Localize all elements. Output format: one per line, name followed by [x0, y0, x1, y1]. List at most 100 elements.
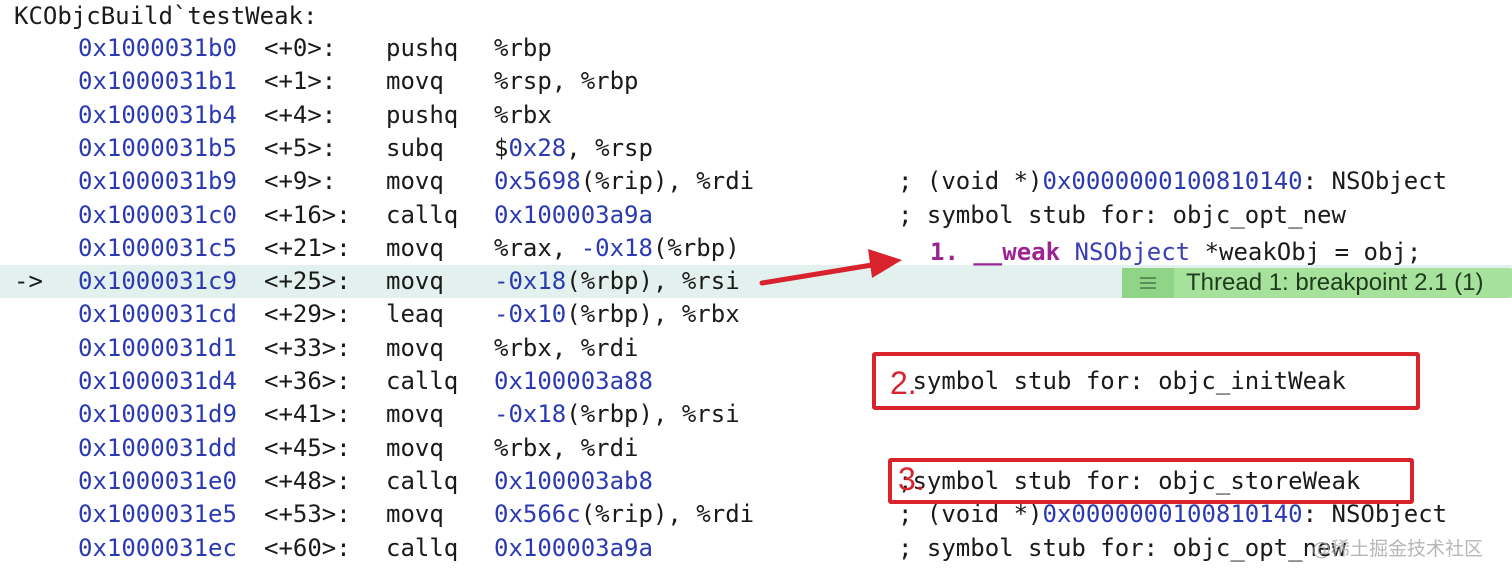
instruction-offset: <+53>:	[264, 500, 351, 529]
annotation-number-3: 3.	[898, 461, 925, 497]
instruction-operands: %rbx	[494, 99, 552, 132]
breakpoint-banner[interactable]: Thread 1: breakpoint 2.1 (1)	[1122, 268, 1512, 298]
operand-part: 0x100003a88	[494, 367, 653, 395]
instruction-opcode: pushq	[386, 34, 459, 62]
comment-part: ; symbol stub for: objc_opt_new	[898, 533, 1346, 562]
instruction-opcode: callq	[386, 533, 459, 562]
comment-part: : NSObject	[1302, 500, 1448, 529]
instruction-operands: -0x18(%rbp), %rsi	[494, 398, 740, 431]
instruction-address: 0x1000031cd	[78, 300, 237, 329]
instruction-operands: 0x566c(%rip), %rdi	[494, 498, 754, 531]
instruction-opcode: movq	[386, 233, 444, 262]
instruction-opcode: callq	[386, 200, 459, 229]
operand-part: 0x566c	[494, 500, 581, 529]
instruction-row: 0x1000031d9<+41>:movq-0x18(%rbp), %rsi	[0, 398, 1512, 431]
instruction-opcode: movq	[386, 333, 444, 362]
instruction-offset: <+1>:	[264, 67, 337, 96]
comment-part: ;symbol stub for: objc_storeWeak	[898, 466, 1361, 495]
instruction-row: 0x1000031ec <+60>: callq 0x100003a9a ; symbo…	[0, 532, 1512, 565]
operand-part: , %rsp	[566, 133, 653, 162]
instruction-row: 0x1000031b1<+1>:movq%rsp, %rbp	[0, 65, 1512, 98]
instruction-opcode: pushq	[386, 100, 459, 129]
instruction-address: 0x1000031b5	[78, 133, 237, 162]
instruction-offset: <+16>:	[264, 200, 351, 229]
operand-part: %rsp, %rbp	[494, 67, 639, 96]
annotation-box-store-weak	[888, 458, 1414, 504]
instruction-address: 0x1000031e0	[78, 466, 237, 495]
operand-part: 0x100003a9a	[494, 533, 653, 562]
operand-part: (%rip), %rdi	[580, 167, 755, 196]
instruction-row: 0x1000031cd<+29>:leaq-0x10(%rbp), %rbx	[0, 298, 1512, 331]
instruction-offset: <+0>:	[264, 34, 337, 62]
instruction-address: 0x1000031c0	[78, 200, 237, 229]
instruction-opcode: movq	[386, 267, 444, 296]
instruction-address: 0x1000031b0	[78, 34, 237, 62]
instruction-operands: $0x28, %rsp	[494, 132, 653, 165]
instruction-operands: %rbp	[494, 32, 552, 65]
comment-part: ; (void *)	[898, 500, 1043, 529]
instruction-address: 0x1000031d1	[78, 333, 237, 362]
operand-part: (%rbp)	[652, 233, 740, 262]
instruction-opcode: movq	[386, 500, 444, 529]
instruction-operands: 0x100003a9a	[494, 532, 653, 565]
instruction-offset: <+21>:	[264, 233, 351, 262]
instruction-offset: <+60>:	[264, 533, 351, 562]
instruction-address: 0x1000031b9	[78, 167, 237, 196]
instruction-offset: <+9>:	[264, 167, 337, 196]
operand-part: %rbx, %rdi	[494, 333, 639, 362]
instruction-address: 0x1000031d4	[78, 367, 237, 395]
instruction-offset: <+36>:	[264, 367, 351, 395]
source-line-number: 1.	[930, 238, 959, 266]
instruction-address: 0x1000031ec	[78, 533, 237, 562]
instruction-offset: <+33>:	[264, 333, 351, 362]
current-pc-marker: ->	[14, 267, 43, 296]
instruction-row: 0x1000031d1 <+33>: movq %rbx, %rdi	[0, 332, 1512, 365]
instruction-opcode: callq	[386, 466, 459, 495]
source-type-name: NSObject	[1074, 238, 1191, 266]
operand-part: $	[494, 133, 509, 162]
instruction-offset: <+5>:	[264, 133, 337, 162]
instruction-address: 0x1000031c5	[78, 233, 237, 262]
instruction-address: 0x1000031c9	[78, 267, 237, 296]
instruction-opcode: leaq	[386, 300, 444, 329]
operand-part: -0x18	[494, 267, 567, 296]
operand-part: 0x100003ab8	[494, 466, 653, 495]
operand-part: %rbx	[494, 100, 552, 129]
weak-keyword: __weak	[973, 238, 1061, 266]
operand-part: (%rip), %rdi	[580, 500, 755, 529]
instruction-operands: %rbx, %rdi	[494, 332, 639, 365]
operand-part: 0x28	[508, 133, 567, 162]
source-rest: *weakObj = obj;	[1204, 238, 1422, 266]
watermark: @稀土掘金技术社区	[1312, 538, 1484, 560]
operand-part: (%rbp), %rsi	[566, 267, 740, 296]
function-header: KCObjcBuild`testWeak:	[14, 2, 318, 30]
comment-part: : NSObject	[1302, 167, 1448, 196]
instruction-operands: 0x100003a88	[494, 365, 653, 398]
instruction-comment: symbol stub for: objc_initWeak	[898, 365, 1346, 398]
instruction-opcode: subq	[386, 133, 444, 162]
instruction-operands: 0x100003a9a	[494, 199, 653, 232]
annotation-box-init-weak	[872, 352, 1420, 410]
instruction-operands: 0x100003ab8	[494, 465, 653, 498]
instruction-opcode: movq	[386, 433, 444, 462]
instruction-row: 0x1000031b4<+4>:pushq%rbx	[0, 99, 1512, 132]
operand-part: (%rbp), %rbx	[566, 300, 740, 329]
hamburger-lines-icon[interactable]	[1122, 268, 1174, 298]
operand-part: (%rbp), %rsi	[566, 400, 740, 429]
instruction-offset: <+29>:	[264, 300, 351, 329]
instruction-operands: %rax, -0x18(%rbp)	[494, 232, 740, 265]
instruction-row: 0x1000031b0 <+0>: pushq %rbp	[0, 32, 1512, 65]
operand-part: %rax,	[494, 233, 581, 262]
breakpoint-label: Thread 1: breakpoint 2.1 (1)	[1186, 269, 1484, 296]
instruction-address: 0x1000031dd	[78, 433, 237, 462]
comment-part: 0x0000000100810140	[1042, 167, 1303, 196]
instruction-address: 0x1000031e5	[78, 500, 237, 529]
instruction-comment: ; (void *)0x0000000100810140: NSObject	[898, 498, 1447, 531]
instruction-offset: <+4>:	[264, 100, 337, 129]
operand-part: %rbx, %rdi	[494, 433, 639, 462]
operand-part: 0x5698	[494, 167, 581, 196]
instruction-row: 0x1000031c5 <+21>: movq %rax, -0x18(%rbp)	[0, 232, 1512, 265]
